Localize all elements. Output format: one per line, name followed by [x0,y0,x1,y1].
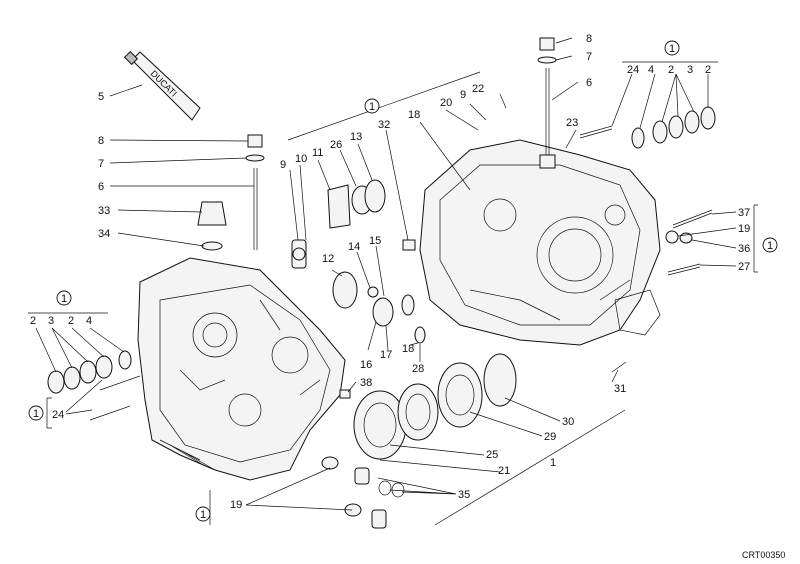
svg-text:1: 1 [669,43,675,55]
group-brackets [28,61,758,526]
callout-5: 5 [98,91,104,103]
callout-26: 26 [330,139,342,151]
group-marker-left-bracket [28,405,44,421]
group-marker-bottom-left [195,506,211,522]
right-crankcase-half [419,139,661,346]
callout-1-bottom: 1 [550,457,556,469]
left-crankcase-half [137,257,346,481]
callout-24-left: 24 [52,409,64,421]
callout-2-right-a: 2 [668,64,674,76]
leader-lines [35,37,737,511]
group-markers: 1 1 1 1 1 1 [28,40,778,522]
callout-24-right: 24 [627,64,639,76]
callout-38: 38 [360,377,372,389]
callout-13: 13 [350,131,362,143]
callout-23: 23 [566,117,578,129]
svg-text:1: 1 [767,240,773,252]
right-side-fasteners [611,209,713,373]
group-marker-right-bracket [762,237,778,253]
shaft-components [291,179,426,344]
left-stud-assembly [197,134,265,251]
callout-34: 34 [98,228,110,240]
callout-37: 37 [738,207,750,219]
callout-19-bottom: 19 [230,499,242,511]
callout-29: 29 [544,431,556,443]
callout-3-left: 3 [48,315,54,327]
callout-35: 35 [458,489,470,501]
callout-28: 28 [412,363,424,375]
callout-22: 22 [472,83,484,95]
main-bearings [353,353,517,460]
right-bearing-stack [579,106,716,149]
callout-2-left-a: 2 [30,315,36,327]
callout-36: 36 [738,243,750,255]
right-stud-assembly [537,37,557,169]
callout-30: 30 [562,416,574,428]
callout-9: 9 [280,159,286,171]
callout-27: 27 [738,261,750,273]
figure-code: CRT00350 [742,550,785,560]
group-marker-left [56,290,72,306]
callout-19-right: 19 [738,223,750,235]
callout-12: 12 [322,253,334,265]
callout-6-left: 6 [98,181,104,193]
callout-25: 25 [486,449,498,461]
callout-3-right: 3 [687,64,693,76]
callout-10: 10 [295,153,307,165]
callout-8-right: 8 [586,33,592,45]
callout-21: 21 [498,465,510,477]
callout-18-mid: 18 [402,343,414,355]
callout-9-top: 9 [460,89,466,101]
callout-8-left: 8 [98,135,104,147]
callout-17: 17 [380,349,392,361]
callout-31: 31 [614,383,626,395]
group-marker-top-right [664,40,680,56]
callout-6-right: 6 [586,77,592,89]
callout-16: 16 [360,359,372,371]
plugs-and-orings [321,389,405,529]
sealant-tube: DUCATI [123,50,201,121]
left-bearing-stack [47,350,141,421]
callout-11: 11 [312,147,323,159]
callout-labels: 5 8 7 6 33 34 8 7 6 23 22 20 9 18 32 24 … [30,33,750,511]
callout-7-right: 7 [586,51,592,63]
callout-14: 14 [348,241,360,253]
svg-text:1: 1 [200,509,206,521]
callout-7-left: 7 [98,158,104,170]
svg-text:1: 1 [369,101,375,113]
svg-text:1: 1 [61,293,67,305]
callout-33: 33 [98,205,110,217]
callout-4-right: 4 [648,64,654,76]
callout-2-left-b: 2 [68,315,74,327]
callout-20: 20 [440,97,452,109]
svg-text:1: 1 [33,408,39,420]
group-marker-top-middle [364,98,380,114]
callout-18-top: 18 [408,109,420,121]
callout-4-left: 4 [86,315,92,327]
callout-2-right-b: 2 [705,64,711,76]
callout-32: 32 [378,119,390,131]
callout-15: 15 [369,235,381,247]
